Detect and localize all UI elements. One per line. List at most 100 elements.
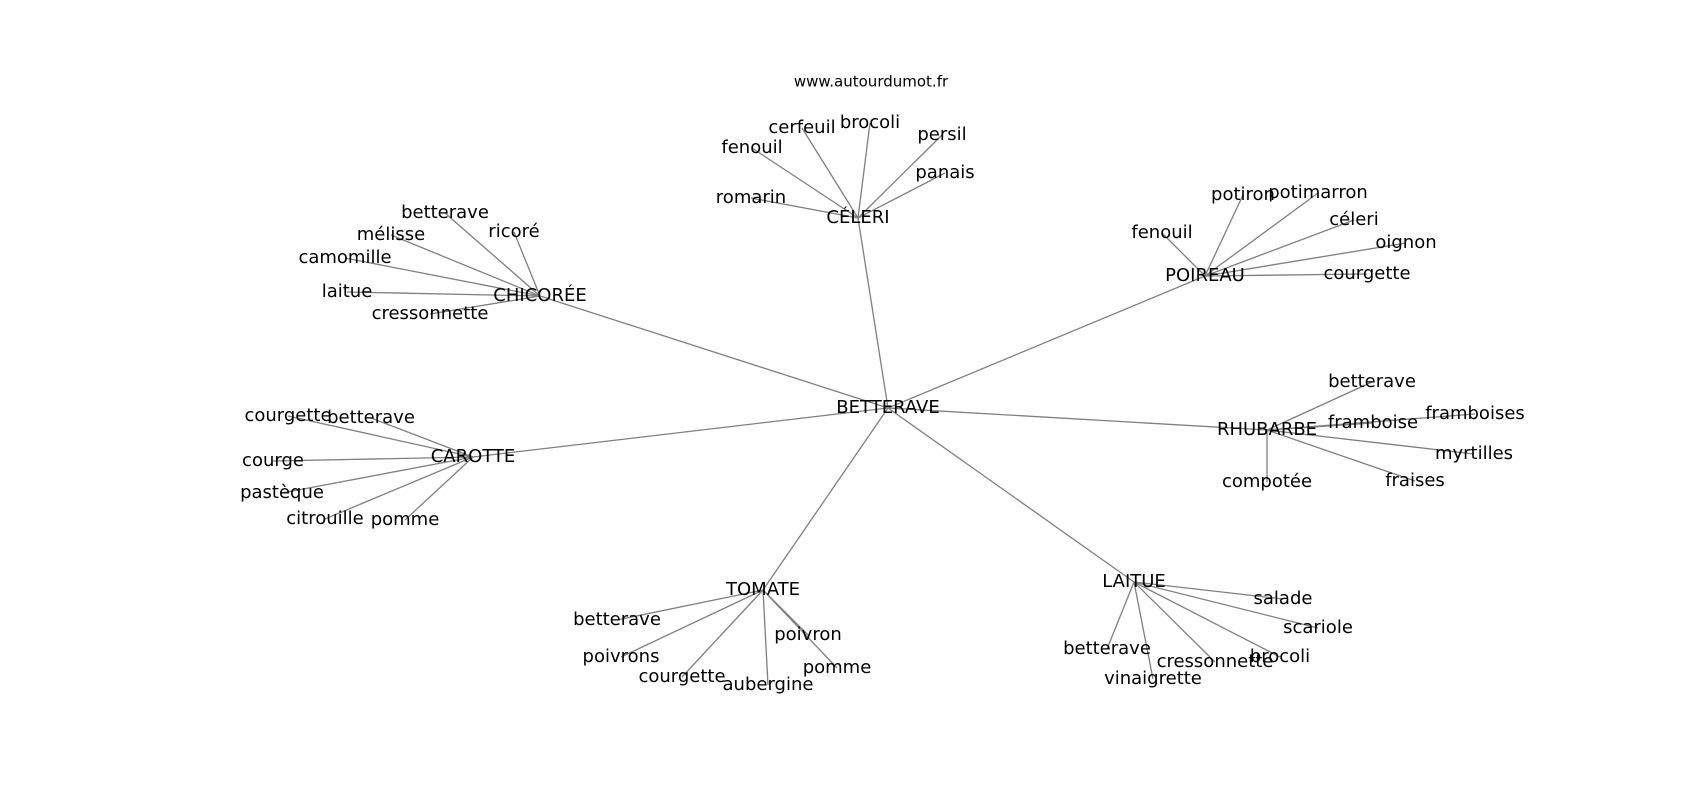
- edge-hub-to-leaf: [1106, 581, 1135, 650]
- edge-hub-to-leaf: [444, 212, 541, 297]
- edge-hub-to-leaf: [1133, 581, 1154, 680]
- leaf-node-label: courgette: [1323, 263, 1410, 284]
- edge-hub-to-leaf: [620, 589, 764, 658]
- edge-hub-to-leaf: [750, 197, 859, 219]
- edge-hub-to-leaf: [1266, 381, 1373, 431]
- edge-hub-to-leaf: [272, 456, 474, 462]
- edge-hub-to-leaf: [1266, 429, 1475, 455]
- leaf-node-label: ricoré: [488, 221, 539, 242]
- leaf-node-label: potiron: [1211, 184, 1275, 205]
- edge-hub-to-leaf: [324, 456, 474, 520]
- leaf-node-label: cressonnette: [1157, 651, 1274, 672]
- edge-hub-to-leaf: [616, 589, 764, 621]
- leaf-node-label: céleri: [1329, 209, 1378, 230]
- edge-hub-to-leaf: [1133, 581, 1216, 663]
- leaf-node-label: camomille: [298, 247, 391, 268]
- edge-hub-to-leaf: [344, 257, 541, 297]
- edge-center-to-hub: [857, 217, 889, 409]
- edge-hub-to-leaf: [857, 122, 871, 219]
- edge-center-to-hub: [887, 275, 1206, 409]
- edge-hub-to-leaf: [370, 417, 474, 458]
- leaf-node-label: mélisse: [357, 224, 425, 245]
- leaf-node-label: framboise: [1328, 412, 1418, 433]
- edge-hub-to-leaf: [281, 456, 474, 494]
- leaf-node-label: potimarron: [1268, 182, 1368, 203]
- leaf-node-label: panais: [915, 162, 974, 183]
- edge-hub-to-leaf: [513, 231, 541, 297]
- hub-node-label: CAROTTE: [431, 446, 516, 467]
- edge-hub-to-leaf: [1266, 429, 1416, 482]
- leaf-node-label: brocoli: [840, 112, 900, 133]
- leaf-node-label: framboises: [1425, 403, 1525, 424]
- edge-center-to-hub: [887, 407, 1268, 431]
- leaf-node-label: cerfeuil: [768, 117, 835, 138]
- edge-hub-to-leaf: [1204, 194, 1244, 277]
- edge-hub-to-leaf: [429, 295, 541, 315]
- leaf-node-label: romarin: [716, 187, 786, 208]
- edge-hub-to-leaf: [390, 234, 541, 297]
- edge-hub-to-leaf: [1204, 242, 1407, 277]
- edge-center-to-hub: [887, 407, 1135, 583]
- edge-hub-to-leaf: [1204, 192, 1319, 277]
- leaf-node-label: betterave: [401, 202, 489, 223]
- leaf-node-label: aubergine: [723, 674, 814, 695]
- edge-hub-to-leaf: [1204, 273, 1368, 277]
- edge-hub-to-leaf: [762, 589, 838, 669]
- leaf-node-label: betterave: [327, 407, 415, 428]
- website-label: www.autourdumot.fr: [794, 73, 949, 91]
- leaf-node-label: pomme: [371, 509, 440, 530]
- edge-hub-to-leaf: [681, 589, 764, 678]
- leaf-node-label: pomme: [803, 657, 872, 678]
- edges-layer: [272, 122, 1476, 686]
- edge-hub-to-leaf: [1204, 219, 1355, 277]
- leaf-node-label: poivron: [774, 624, 842, 645]
- leaf-node-label: cressonnette: [372, 303, 489, 324]
- leaf-node-label: oignon: [1375, 232, 1436, 253]
- edge-hub-to-leaf: [404, 456, 474, 521]
- leaf-node-label: fenouil: [1131, 222, 1192, 243]
- edge-hub-to-leaf: [1133, 581, 1319, 629]
- leaf-node-label: courgette: [638, 666, 725, 687]
- hub-node-label: CHICORÉE: [493, 284, 586, 306]
- leaf-node-label: fenouil: [721, 137, 782, 158]
- edge-hub-to-leaf: [801, 127, 859, 219]
- edge-hub-to-leaf: [857, 134, 943, 219]
- edge-hub-to-leaf: [287, 415, 474, 458]
- hub-node-label: CÉLERI: [826, 206, 889, 228]
- edge-hub-to-leaf: [1161, 232, 1206, 277]
- edge-hub-to-leaf: [1266, 413, 1476, 431]
- edge-hub-to-leaf: [1133, 581, 1281, 658]
- edge-hub-to-leaf: [762, 589, 769, 686]
- hub-node-label: TOMATE: [725, 579, 800, 600]
- center-node-label: BETTERAVE: [836, 397, 939, 418]
- leaf-node-label: poivrons: [583, 646, 660, 667]
- edge-center-to-hub: [539, 295, 889, 409]
- hub-node-label: RHUBARBE: [1217, 419, 1317, 440]
- leaf-node-label: myrtilles: [1435, 443, 1513, 464]
- leaf-node-label: brocoli: [1250, 646, 1310, 667]
- leaf-node-label: laitue: [322, 281, 373, 302]
- leaf-node-label: persil: [917, 124, 966, 145]
- leaf-node-label: vinaigrette: [1104, 668, 1202, 689]
- leaf-node-label: compotée: [1222, 471, 1312, 492]
- leaf-node-label: betterave: [1063, 638, 1151, 659]
- leaf-node-label: pastèque: [240, 482, 324, 503]
- hub-node-label: POIREAU: [1165, 265, 1245, 286]
- leaf-node-label: courgette: [244, 405, 331, 426]
- edge-hub-to-leaf: [346, 291, 541, 297]
- edge-hub-to-leaf: [751, 147, 859, 219]
- leaf-node-label: betterave: [573, 609, 661, 630]
- leaf-node-label: citrouille: [286, 508, 363, 529]
- leaf-node-label: salade: [1254, 588, 1313, 609]
- leaf-node-label: courge: [242, 450, 304, 471]
- hub-node-label: LAITUE: [1102, 571, 1166, 592]
- edge-hub-to-leaf: [857, 172, 946, 219]
- edge-hub-to-leaf: [1133, 581, 1284, 600]
- leaf-node-label: betterave: [1328, 371, 1416, 392]
- edge-center-to-hub: [762, 407, 889, 591]
- edge-center-to-hub: [472, 407, 889, 458]
- leaf-node-label: fraises: [1385, 470, 1445, 491]
- leaf-node-label: scariole: [1283, 617, 1353, 638]
